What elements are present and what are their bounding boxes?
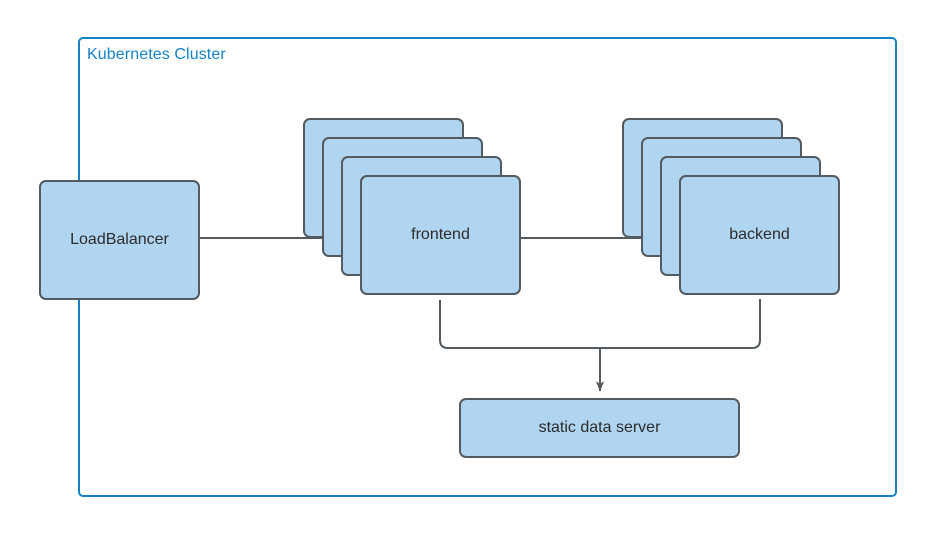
node-backend[interactable]: backend bbox=[679, 175, 840, 295]
node-static-data-server[interactable]: static data server bbox=[459, 398, 740, 458]
node-stack-backend[interactable]: backend bbox=[622, 118, 840, 295]
node-label-backend: backend bbox=[729, 226, 790, 243]
node-loadbalancer[interactable]: LoadBalancer bbox=[39, 180, 200, 300]
node-label-loadbalancer: LoadBalancer bbox=[70, 231, 169, 248]
kubernetes-cluster-label: Kubernetes Cluster bbox=[87, 46, 226, 63]
node-frontend[interactable]: frontend bbox=[360, 175, 521, 295]
node-label-static-data-server: static data server bbox=[538, 419, 661, 436]
node-label-frontend: frontend bbox=[411, 226, 470, 243]
node-stack-frontend[interactable]: frontend bbox=[303, 118, 521, 295]
